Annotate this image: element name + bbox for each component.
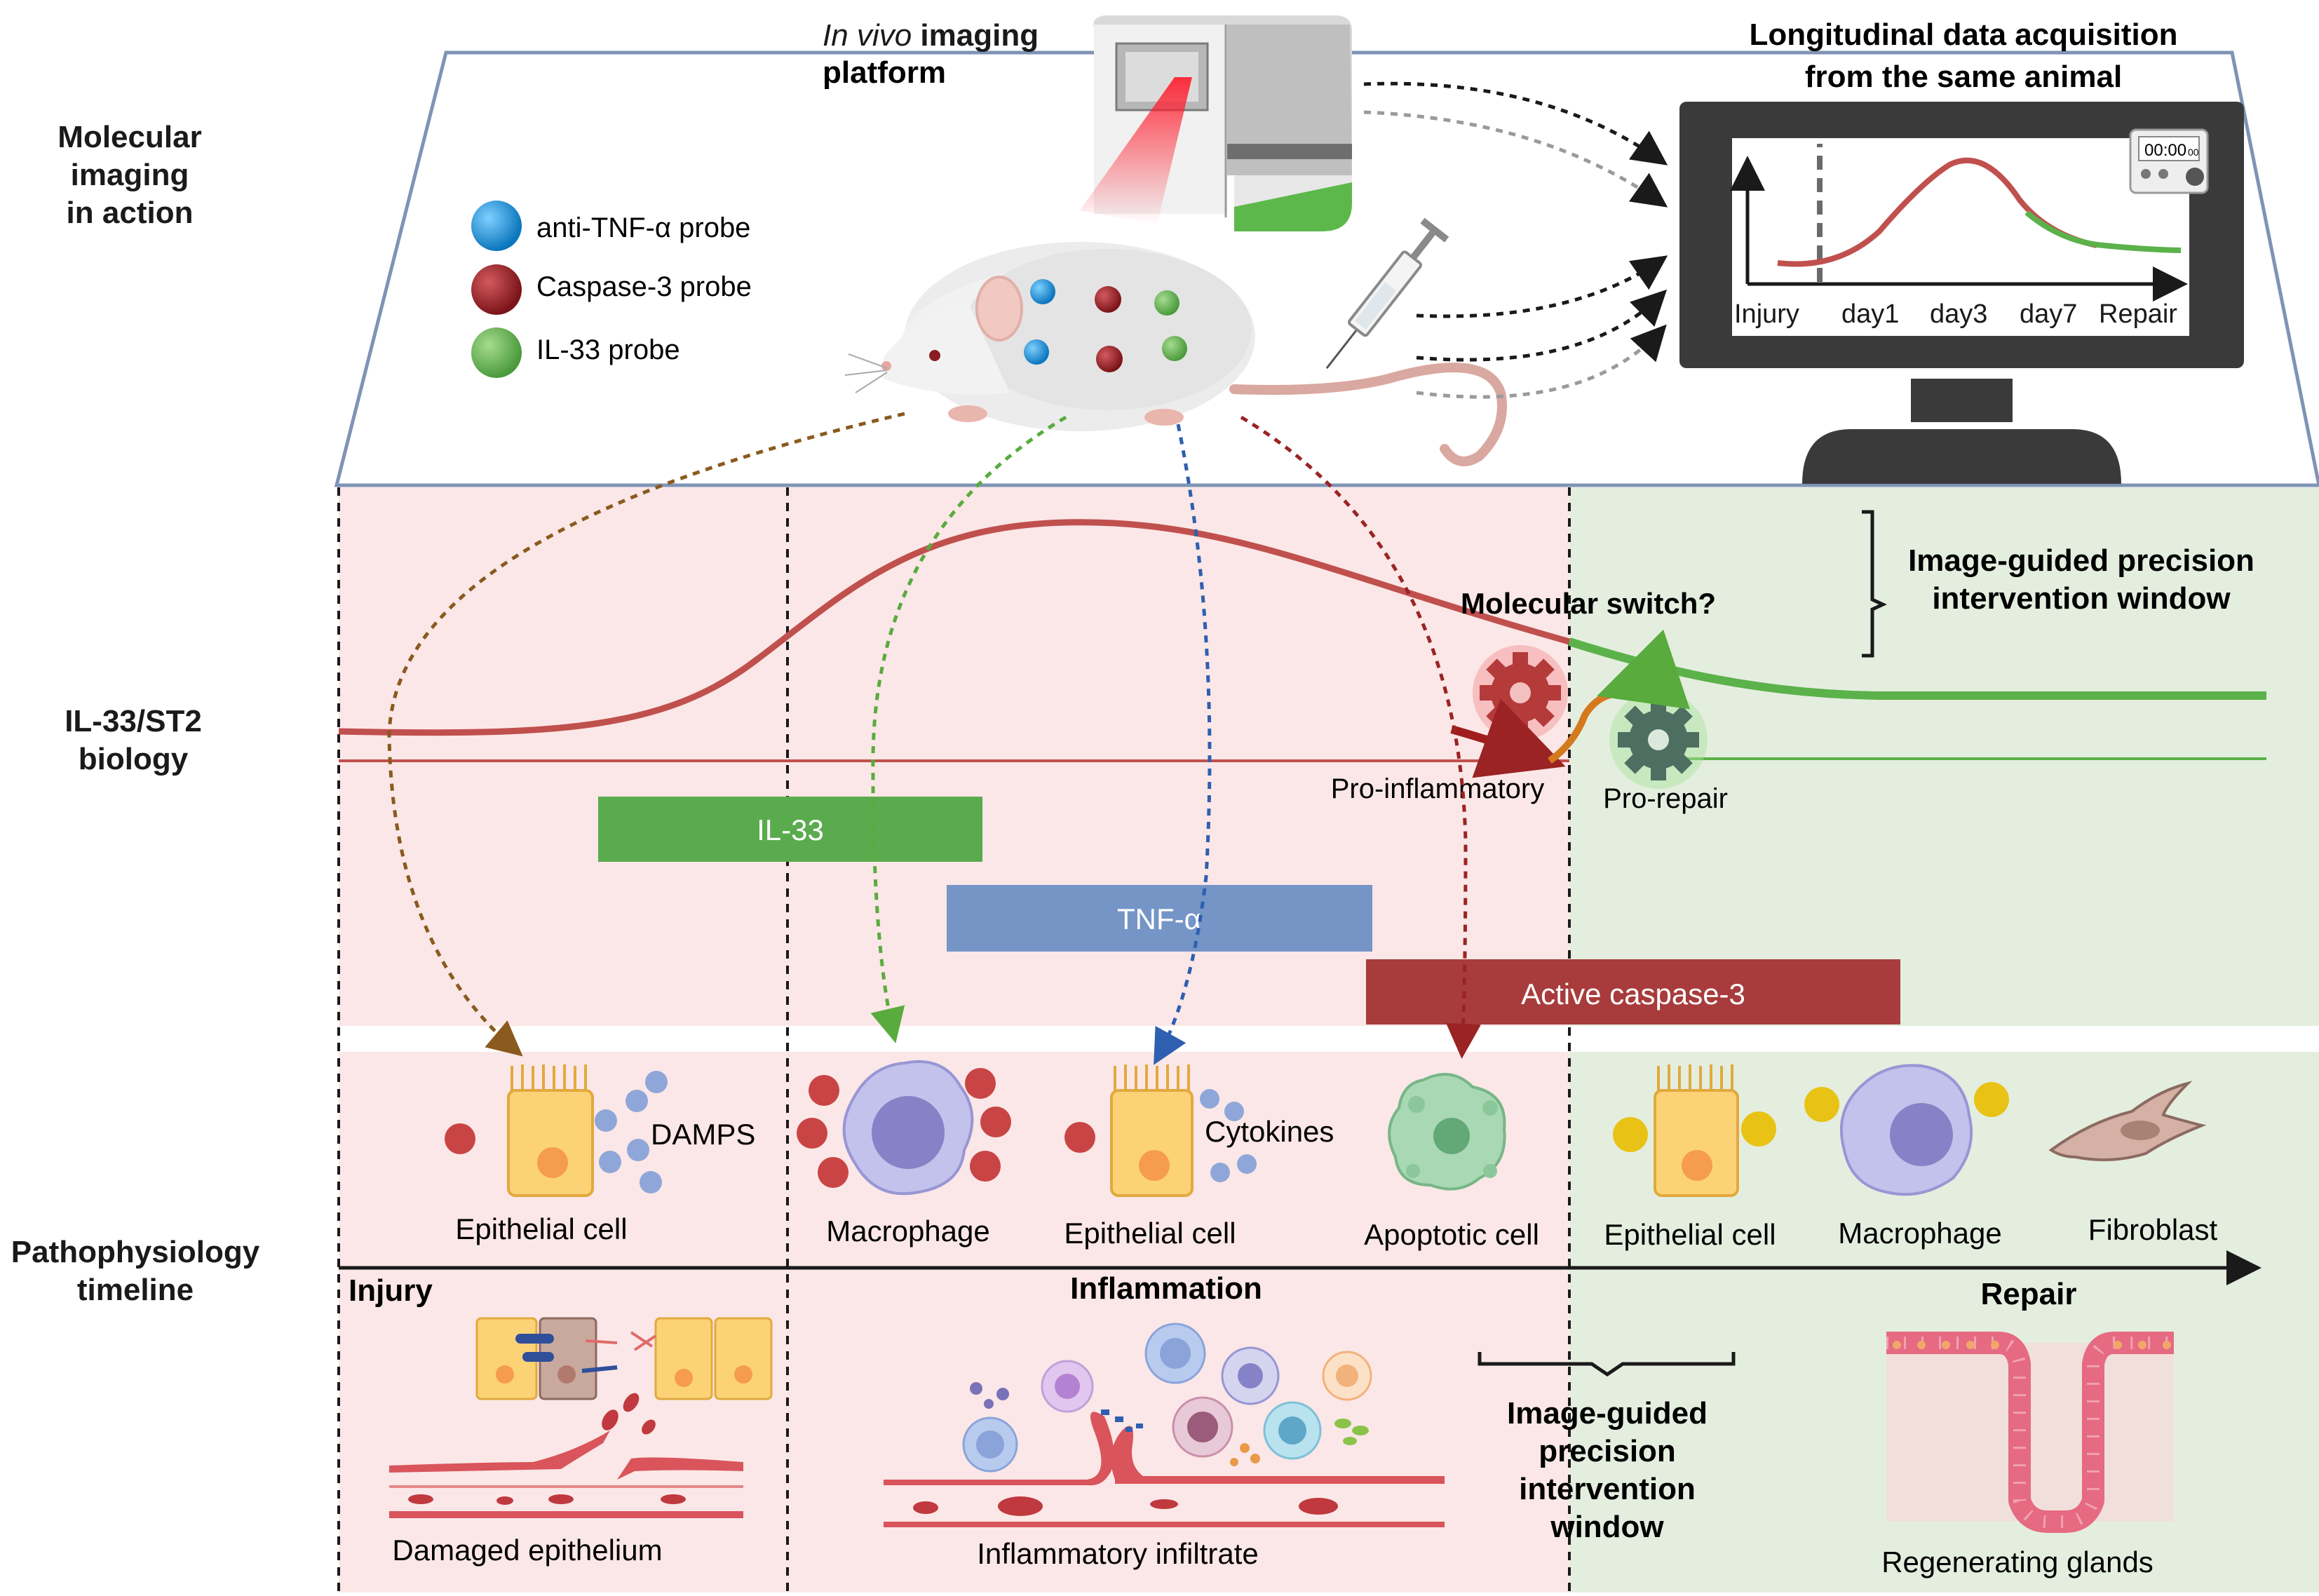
cell-label: Macrophage [826,1215,989,1247]
svg-text:Image-guided: Image-guided [1507,1396,1708,1431]
intervention-bracket [1862,510,1887,658]
damaged-epithelium-illustration [389,1317,773,1518]
pro-inflammatory-gear-icon [1473,645,1568,740]
anti-tnf-probe-swatch [471,201,522,251]
svg-text:Repair: Repair [2099,299,2177,329]
damaged-epithelium-caption: Damaged epithelium [392,1534,662,1567]
row-label-il33-biology: IL-33/ST2 biology [65,704,202,776]
cell-label: Apoptotic cell [1364,1218,1539,1251]
svg-text:biology: biology [79,742,189,776]
probe-legend: anti-TNF-α probe Caspase-3 probe IL-33 p… [471,201,752,378]
svg-text:day1: day1 [1841,299,1899,329]
svg-text:timeline: timeline [77,1273,194,1307]
cytokine-particle [1064,1122,1095,1153]
row-label-molecular-imaging: Molecular imaging in action [58,120,201,230]
fibroblast-icon [2048,1081,2207,1161]
cell-label: Epithelial cell [1064,1217,1236,1250]
timer-display-small: 00 [2188,147,2199,158]
imaging-platform-title-line2: platform [823,55,946,90]
syringe-icon [1325,217,1449,370]
apoptotic-cell-icon [1388,1073,1506,1191]
svg-text:window: window [1550,1510,1664,1544]
caspase3-probe-swatch [471,264,522,315]
cytokine-particles [1200,1089,1257,1182]
il33-bar-label: IL-33 [757,813,824,846]
biology-panel-green [1569,487,2319,1026]
regenerating-glands-caption: Regenerating glands [1881,1546,2154,1578]
timeline-intervention-bracket [1478,1352,1736,1377]
svg-text:day3: day3 [1930,299,1987,329]
svg-text:IL-33/ST2: IL-33/ST2 [65,704,202,738]
pro-inflammatory-label: Pro-inflammatory [1331,773,1545,804]
svg-text:Image-guided precision: Image-guided precision [1908,543,2254,578]
timer-display: 00:00 [2144,141,2186,160]
svg-text:Molecular: Molecular [58,120,201,154]
tnf-bar-label: TNF-α [1117,902,1201,935]
row-label-pathophysiology: Pathophysiology timeline [11,1235,260,1307]
legend-label: anti-TNF-α probe [536,212,750,243]
epithelial-cell-icon [1613,1064,1776,1197]
cell-label: Epithelial cell [1604,1218,1776,1251]
imaging-platform-title: In vivo imaging [823,18,1039,53]
cell-label: Epithelial cell [455,1212,627,1245]
svg-text:intervention: intervention [1519,1472,1696,1506]
probe-dot [1096,346,1123,372]
tnf-bar [947,885,1372,952]
timeline-intervention-label: Image-guided precision intervention wind… [1507,1396,1708,1544]
switch-arrow-red [1450,698,1566,778]
phase-label-repair: Repair [1981,1277,2077,1311]
svg-text:Pathophysiology: Pathophysiology [11,1235,260,1269]
legend-label: Caspase-3 probe [536,271,752,302]
molecular-switch-label: Molecular switch? [1461,587,1716,620]
il33-bar [598,797,982,862]
monitor-axis-ticks: Injury day1 day3 day7 Repair [1734,299,2177,329]
caspase3-bar [1366,959,1900,1024]
probe-dot [1030,279,1055,304]
svg-text:intervention window: intervention window [1932,581,2231,616]
damp-particle [445,1123,475,1154]
svg-text:precision: precision [1539,1434,1676,1468]
cell-label: Fibroblast [2088,1213,2218,1246]
cell-label: Macrophage [1838,1217,2001,1250]
probe-dot [1162,336,1187,361]
phase-label-inflammation: Inflammation [1070,1271,1262,1306]
probe-target-arrows [387,412,1481,1065]
probe-dot [1024,339,1049,365]
probe-dot [1095,286,1121,313]
switch-arrow-green [1597,629,1691,710]
il33-probe-swatch [471,327,522,378]
monitor: 00:00 00 [1679,102,2244,484]
legend-label: IL-33 probe [536,334,680,365]
damps-particles [595,1071,668,1193]
pro-repair-gear-icon [1609,691,1708,789]
longitudinal-title-line2: from the same animal [1805,60,2122,94]
inflammatory-infiltrate-illustration [884,1323,1445,1527]
mouse-illustration [844,242,1507,466]
inflammatory-infiltrate-caption: Inflammatory infiltrate [977,1537,1258,1570]
macrophage-icon [797,1060,1011,1196]
svg-text:day7: day7 [2020,299,2077,329]
imaging-device [1080,15,1352,231]
acquisition-arrows [1363,81,1668,399]
epithelial-cell-icon [507,1064,594,1197]
pro-repair-label: Pro-repair [1603,783,1728,814]
epithelial-cell-icon [1110,1064,1194,1197]
svg-text:imaging: imaging [71,158,189,192]
macrophage-icon [1804,1064,2009,1196]
caspase3-bar-label: Active caspase-3 [1521,978,1745,1010]
svg-text:Injury: Injury [1734,299,1799,329]
damps-label: DAMPS [651,1118,755,1151]
svg-text:in action: in action [67,196,194,230]
probe-dot [1154,290,1179,316]
phase-label-injury: Injury [349,1273,433,1308]
inflammation-curve [338,519,1571,736]
intervention-window-label: Image-guided precision intervention wind… [1908,543,2254,616]
regenerating-glands-illustration [1886,1332,2174,1533]
longitudinal-title: Longitudinal data acquisition [1749,18,2177,52]
cytokines-label: Cytokines [1205,1115,1334,1148]
